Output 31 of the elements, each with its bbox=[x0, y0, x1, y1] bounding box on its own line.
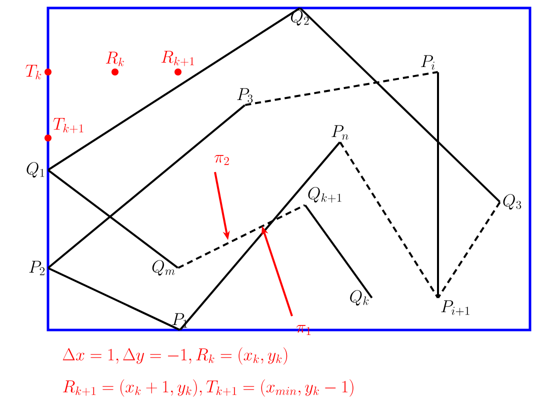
vertex-label: $Q_{k+1}$ bbox=[308, 186, 342, 203]
vertex-label: $Q_k$ bbox=[350, 290, 369, 306]
line-segment bbox=[437, 202, 501, 298]
vertex-label: $P_1$ bbox=[172, 313, 188, 328]
pi-label: $\pi_2$ bbox=[214, 155, 229, 165]
line-segment bbox=[304, 204, 373, 298]
pi-label: $\pi_1$ bbox=[296, 325, 311, 335]
line-segment bbox=[48, 169, 178, 269]
vertex-label: $P_i$ bbox=[421, 55, 434, 70]
formula: $R_{k+1} = (x_k + 1, y_k), T_{k+1} = (x_{min}, y_k - 1)$ bbox=[63, 379, 354, 397]
vertex-label: $P_{i+1}$ bbox=[441, 300, 470, 316]
line-segment bbox=[48, 7, 300, 171]
node-label: $R_{k+1}$ bbox=[161, 50, 194, 66]
vertex-label: $Q_m$ bbox=[152, 260, 175, 276]
vertex-label: $P_2$ bbox=[29, 260, 45, 276]
vertex-label: $Q_3$ bbox=[503, 194, 522, 210]
vertex-label: $Q_1$ bbox=[26, 162, 44, 178]
line-segment bbox=[179, 142, 341, 330]
line-segment bbox=[339, 142, 439, 298]
line-segment bbox=[48, 267, 180, 331]
node-label: $R_k$ bbox=[106, 52, 124, 66]
line-segment bbox=[245, 71, 438, 106]
line-segment bbox=[178, 204, 306, 269]
vertex-label: $P_n$ bbox=[332, 125, 348, 140]
line-segment bbox=[48, 104, 246, 269]
line-segment bbox=[300, 7, 500, 203]
node-label: $T_{k+1}$ bbox=[53, 118, 84, 134]
node-label: $T_k$ bbox=[26, 64, 42, 80]
formula: $\Delta x = 1, \Delta y = -1, R_k = (x_k, y_k)$ bbox=[62, 347, 288, 365]
line-segment bbox=[437, 72, 439, 298]
vertex-label: $P_3$ bbox=[237, 88, 253, 103]
